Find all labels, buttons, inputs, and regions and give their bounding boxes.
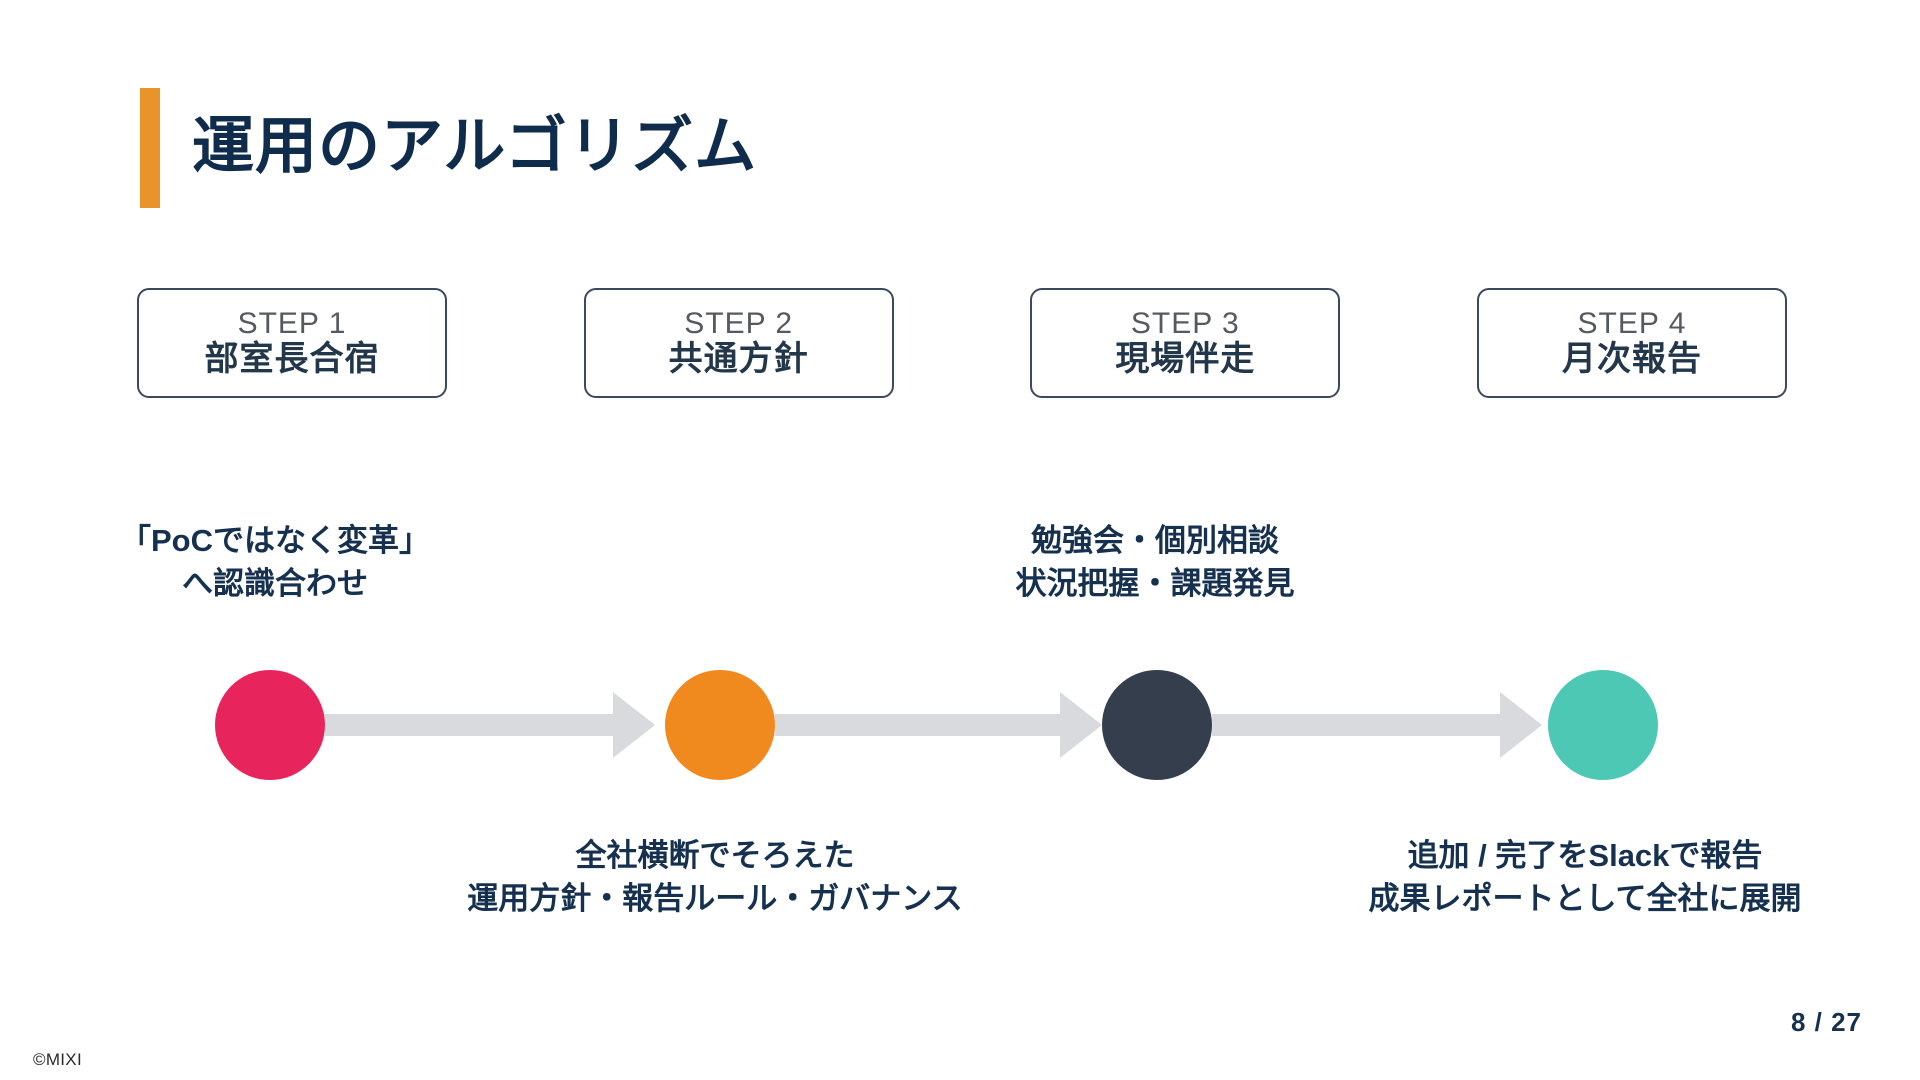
flow-connector-2	[775, 714, 1065, 736]
flow-node-3[interactable]	[1102, 670, 1212, 780]
flow-arrow-icon-1	[613, 692, 655, 758]
step-box-4[interactable]: STEP 4 月次報告	[1476, 288, 1787, 398]
step-number-1: STEP 1	[237, 306, 347, 340]
flow-node-2[interactable]	[665, 670, 775, 780]
flow-node-1[interactable]	[215, 670, 325, 780]
title-accent-bar	[140, 88, 160, 208]
step-label-2: 共通方針	[668, 340, 809, 379]
page-title: 運用のアルゴリズム	[140, 88, 757, 208]
step-label-1: 部室長合宿	[204, 340, 380, 379]
step-number-2: STEP 2	[684, 306, 794, 340]
step-box-1[interactable]: STEP 1 部室長合宿	[137, 288, 447, 398]
step-number-4: STEP 4	[1577, 306, 1687, 340]
flow-connector-3	[1212, 714, 1504, 736]
node-caption-3: 勉強会・個別相談 状況把握・課題発見	[1015, 523, 1295, 601]
copyright-notice: ©MIXI	[33, 1050, 82, 1069]
step-label-4: 月次報告	[1561, 340, 1702, 379]
flow-arrow-icon-3	[1500, 692, 1542, 758]
title-text: 運用のアルゴリズム	[192, 112, 758, 181]
step-label-3: 現場伴走	[1115, 340, 1256, 379]
flow-arrow-icon-2	[1060, 692, 1102, 758]
flow-connector-1	[325, 714, 620, 736]
node-caption-4: 追加 / 完了をSlackで報告 成果レポートとして全社に展開	[1368, 838, 1802, 916]
step-box-3[interactable]: STEP 3 現場伴走	[1030, 288, 1341, 398]
step-list: STEP 1 部室長合宿 STEP 2 共通方針 STEP 3 現場伴走 STE…	[137, 288, 1787, 398]
node-caption-2: 全社横断でそろえた 運用方針・報告ルール・ガバナンス	[467, 838, 963, 916]
step-number-3: STEP 3	[1130, 306, 1240, 340]
flow-node-4[interactable]	[1548, 670, 1658, 780]
node-caption-1: 「PoCではなく変革」 へ認識合わせ	[120, 523, 430, 601]
step-box-2[interactable]: STEP 2 共通方針	[583, 288, 894, 398]
page-number: 8 / 27	[1790, 1007, 1862, 1037]
